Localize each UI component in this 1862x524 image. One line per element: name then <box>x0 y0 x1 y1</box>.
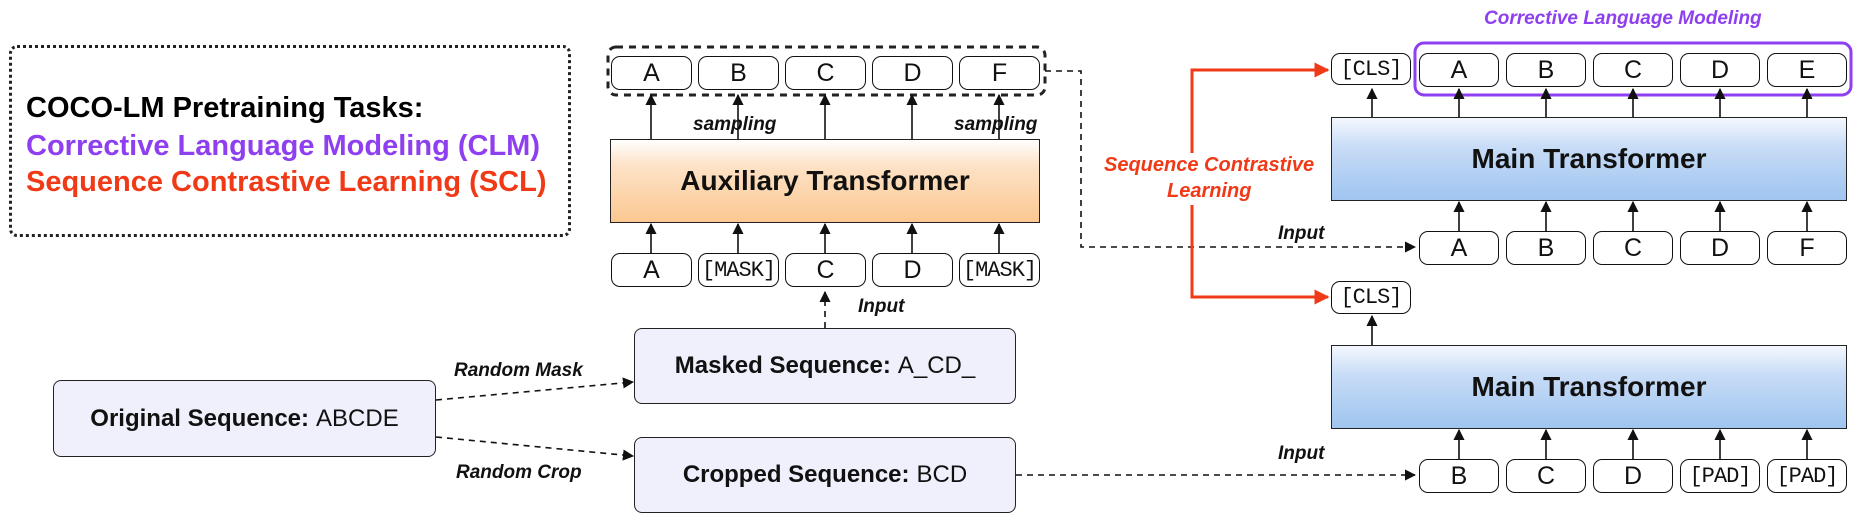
main-top-output-token: E <box>1767 53 1847 87</box>
original-sequence-value: ABCDE <box>316 404 399 432</box>
masked-sequence-label: Masked Sequence: <box>674 352 891 379</box>
aux-output-token: B <box>698 56 779 90</box>
sampling-label: sampling <box>954 114 1038 135</box>
aux-input-token: C <box>785 253 866 287</box>
aux-output-token: F <box>959 56 1040 90</box>
scl-label-line1: Sequence Contrastive <box>1104 154 1315 176</box>
main-bottom-input-token: [PAD] <box>1680 459 1760 493</box>
main-top-input-token: C <box>1593 231 1673 265</box>
main-bottom-input-token: B <box>1419 459 1499 493</box>
main-bottom-input-token: C <box>1506 459 1586 493</box>
random-crop-label: Random Crop <box>456 462 582 483</box>
aux-input-token: [MASK] <box>959 253 1040 287</box>
main-top-output-token: B <box>1506 53 1586 87</box>
random-crop-arrow <box>435 436 635 461</box>
main-top-input-token: B <box>1506 231 1586 265</box>
random-mask-arrow <box>435 377 635 401</box>
sampling-label: sampling <box>693 114 777 135</box>
cropped-sequence-value: BCD <box>916 461 968 488</box>
main-bottom-input-label: Input <box>1278 443 1325 464</box>
main-top-input-label: Input <box>1278 223 1325 244</box>
masked-sequence-value: A_CD_ <box>897 352 976 379</box>
legend-box: COCO-LM Pretraining Tasks: Corrective La… <box>9 45 571 237</box>
legend-scl: Sequence Contrastive Learning (SCL) <box>26 166 547 198</box>
main-top-output-token: [CLS] <box>1331 53 1411 85</box>
scl-label-line2: Learning <box>1167 180 1252 202</box>
aux-output-group <box>606 45 1047 97</box>
aux-output-token: C <box>785 56 866 90</box>
main-top-input-token: F <box>1767 231 1847 265</box>
original-sequence-box: Original Sequence: ABCDE <box>53 380 436 457</box>
main-top-input-token: D <box>1680 231 1760 265</box>
auxiliary-transformer: Auxiliary Transformer <box>610 139 1040 223</box>
cropped-sequence-box: Cropped Sequence: BCD <box>634 437 1016 513</box>
main-top-output-token: A <box>1419 53 1499 87</box>
clm-label: Corrective Language Modeling <box>1484 8 1762 29</box>
legend-title: COCO-LM Pretraining Tasks: <box>26 92 424 124</box>
aux-input-label: Input <box>858 296 905 317</box>
aux-input-token: D <box>872 253 953 287</box>
aux-input-token: [MASK] <box>698 253 779 287</box>
main-bottom-input-token: D <box>1593 459 1673 493</box>
main-top-input-token: A <box>1419 231 1499 265</box>
aux-output-token: A <box>611 56 692 90</box>
main-transformer-bottom: Main Transformer <box>1331 345 1847 429</box>
legend-clm: Corrective Language Modeling (CLM) <box>26 130 540 162</box>
aux-output-token: D <box>872 56 953 90</box>
original-sequence-label: Original Sequence: <box>90 404 310 432</box>
aux-to-main-arrow <box>1045 70 1417 253</box>
main-bottom-input-token: [PAD] <box>1767 459 1847 493</box>
random-mask-label: Random Mask <box>454 360 583 381</box>
main-transformer-top: Main Transformer <box>1331 117 1847 201</box>
scl-arrow-bottom <box>1190 205 1330 305</box>
scl-arrow-top <box>1190 62 1330 153</box>
masked-sequence-box: Masked Sequence: A_CD_ <box>634 328 1016 404</box>
cropped-sequence-label: Cropped Sequence: <box>682 461 910 488</box>
main-top-output-token: D <box>1680 53 1760 87</box>
main-top-output-token: C <box>1593 53 1673 87</box>
aux-input-token: A <box>611 253 692 287</box>
main-bottom-output-token: [CLS] <box>1331 281 1411 314</box>
